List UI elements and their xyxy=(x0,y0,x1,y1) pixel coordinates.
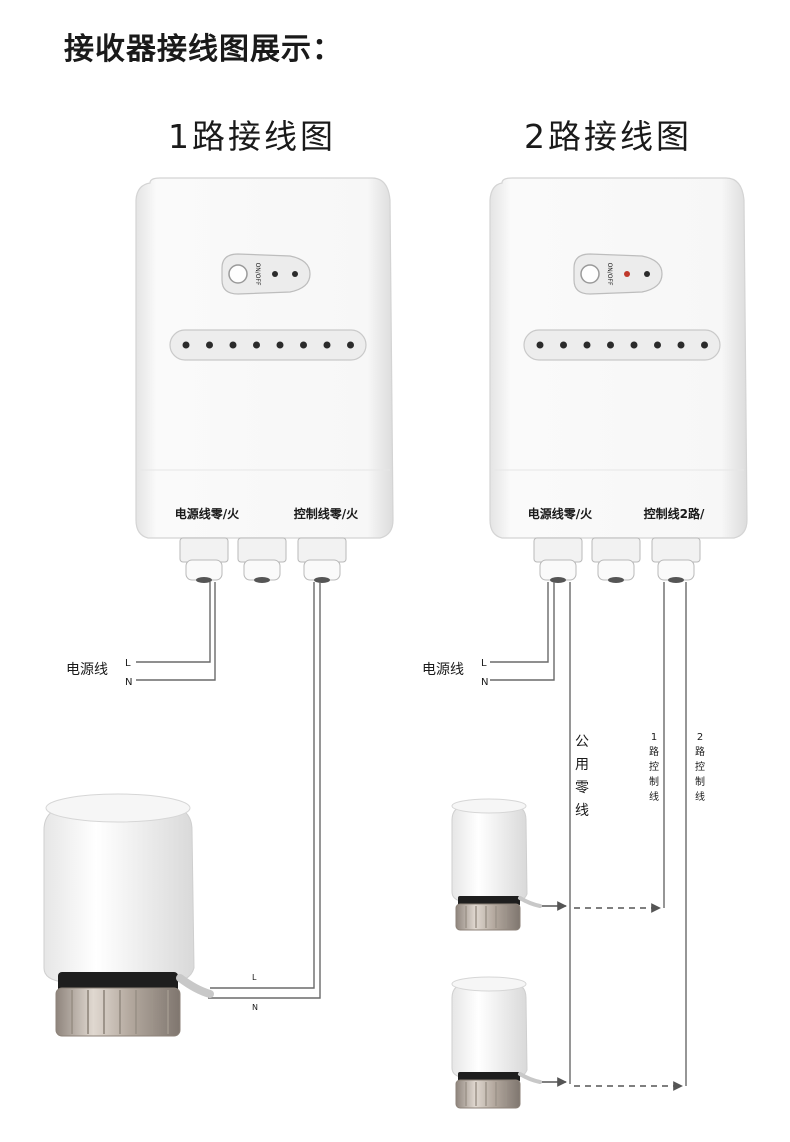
receiver-1-led-1 xyxy=(272,271,278,277)
actuator-2b xyxy=(451,976,542,1109)
receiver-2-switch-panel xyxy=(573,253,663,295)
r2-live-wire xyxy=(490,582,549,663)
indicator-led xyxy=(536,341,544,349)
r1-actuator-live-wire xyxy=(210,582,315,989)
actuator-1-cap xyxy=(43,805,195,983)
diagram-1-title: 1路接线图 xyxy=(168,117,336,156)
indicator-led xyxy=(253,341,260,349)
indicator-led xyxy=(229,341,237,349)
receiver-2-gland-3 xyxy=(651,537,701,583)
page-heading: 接收器接线图展示： xyxy=(64,32,343,67)
diagram-2-neutral-label: N xyxy=(481,677,488,688)
receiver-1-indicator-strip xyxy=(169,329,367,361)
indicator-led xyxy=(560,341,567,349)
receiver-2-led-1 xyxy=(624,271,630,277)
receiver-2-gland-2 xyxy=(591,537,641,583)
indicator-led xyxy=(276,341,284,349)
indicator-led xyxy=(677,341,685,349)
receiver-2-power-terminal-label: 电源线零/火 xyxy=(528,506,593,521)
diagram-2-power-line-label: 电源线 xyxy=(422,662,464,678)
receiver-1-indicator-leds xyxy=(182,341,354,349)
receiver-1-gland-2 xyxy=(237,537,287,583)
diagram-1-live-label: L xyxy=(125,658,131,669)
receiver-2-on-off-label: ON/OFF xyxy=(606,263,613,286)
diagram-1-actuator-neutral-label: N xyxy=(252,1003,258,1012)
receiver-1-power-button[interactable] xyxy=(228,264,248,284)
actuator-1 xyxy=(43,793,214,1037)
receiver-1-on-off-label: ON/OFF xyxy=(254,263,261,286)
actuator-2a xyxy=(451,798,542,931)
receiver-2: ON/OFF 电源线零/火 控制线2路/ xyxy=(489,177,748,583)
indicator-led xyxy=(701,341,708,349)
receiver-1-led-2 xyxy=(292,271,298,277)
indicator-led xyxy=(654,341,661,349)
diagram-2-title: 2路接线图 xyxy=(524,117,692,156)
indicator-led xyxy=(182,341,190,349)
receiver-1-wires xyxy=(136,582,321,999)
diagram-2-common-neutral-label: 公用零线 xyxy=(575,734,589,819)
indicator-led xyxy=(607,341,614,349)
diagram-2-live-label: L xyxy=(481,658,487,669)
diagram-1-actuator-live-label: L xyxy=(252,973,257,982)
receiver-2-gland-1 xyxy=(533,537,583,583)
indicator-led xyxy=(323,341,331,349)
indicator-led xyxy=(583,341,591,349)
r1-live-wire xyxy=(136,582,211,663)
indicator-led xyxy=(347,341,354,349)
receiver-1: ON/OFF 电源线零/火 控制线零/火 xyxy=(135,177,394,583)
indicator-led xyxy=(206,341,213,349)
indicator-led xyxy=(300,341,307,349)
receiver-2-indicator-leds xyxy=(536,341,708,349)
receiver-2-control-terminal-label: 控制线2路/ xyxy=(644,506,705,521)
diagram-1-neutral-label: N xyxy=(125,677,132,688)
actuator-1-nut xyxy=(55,987,181,1037)
r1-actuator-neutral-wire xyxy=(208,582,321,999)
receiver-2-wires xyxy=(490,582,687,1086)
receiver-2-dashed-links xyxy=(540,901,683,1091)
receiver-2-power-button[interactable] xyxy=(580,264,600,284)
diagram-1-power-line-label: 电源线 xyxy=(66,662,108,678)
receiver-1-power-terminal-label: 电源线零/火 xyxy=(175,506,240,521)
indicator-led xyxy=(630,341,638,349)
receiver-2-led-2 xyxy=(644,271,650,277)
r2-neutral-wire xyxy=(490,582,555,681)
receiver-1-gland-1 xyxy=(179,537,229,583)
receiver-1-control-terminal-label: 控制线零/火 xyxy=(294,506,359,521)
receiver-1-gland-3 xyxy=(297,537,347,583)
r1-neutral-wire xyxy=(136,582,216,681)
receiver-1-switch-panel xyxy=(221,253,311,295)
receiver-2-indicator-strip xyxy=(523,329,721,361)
actuator-1-seal xyxy=(58,972,178,992)
